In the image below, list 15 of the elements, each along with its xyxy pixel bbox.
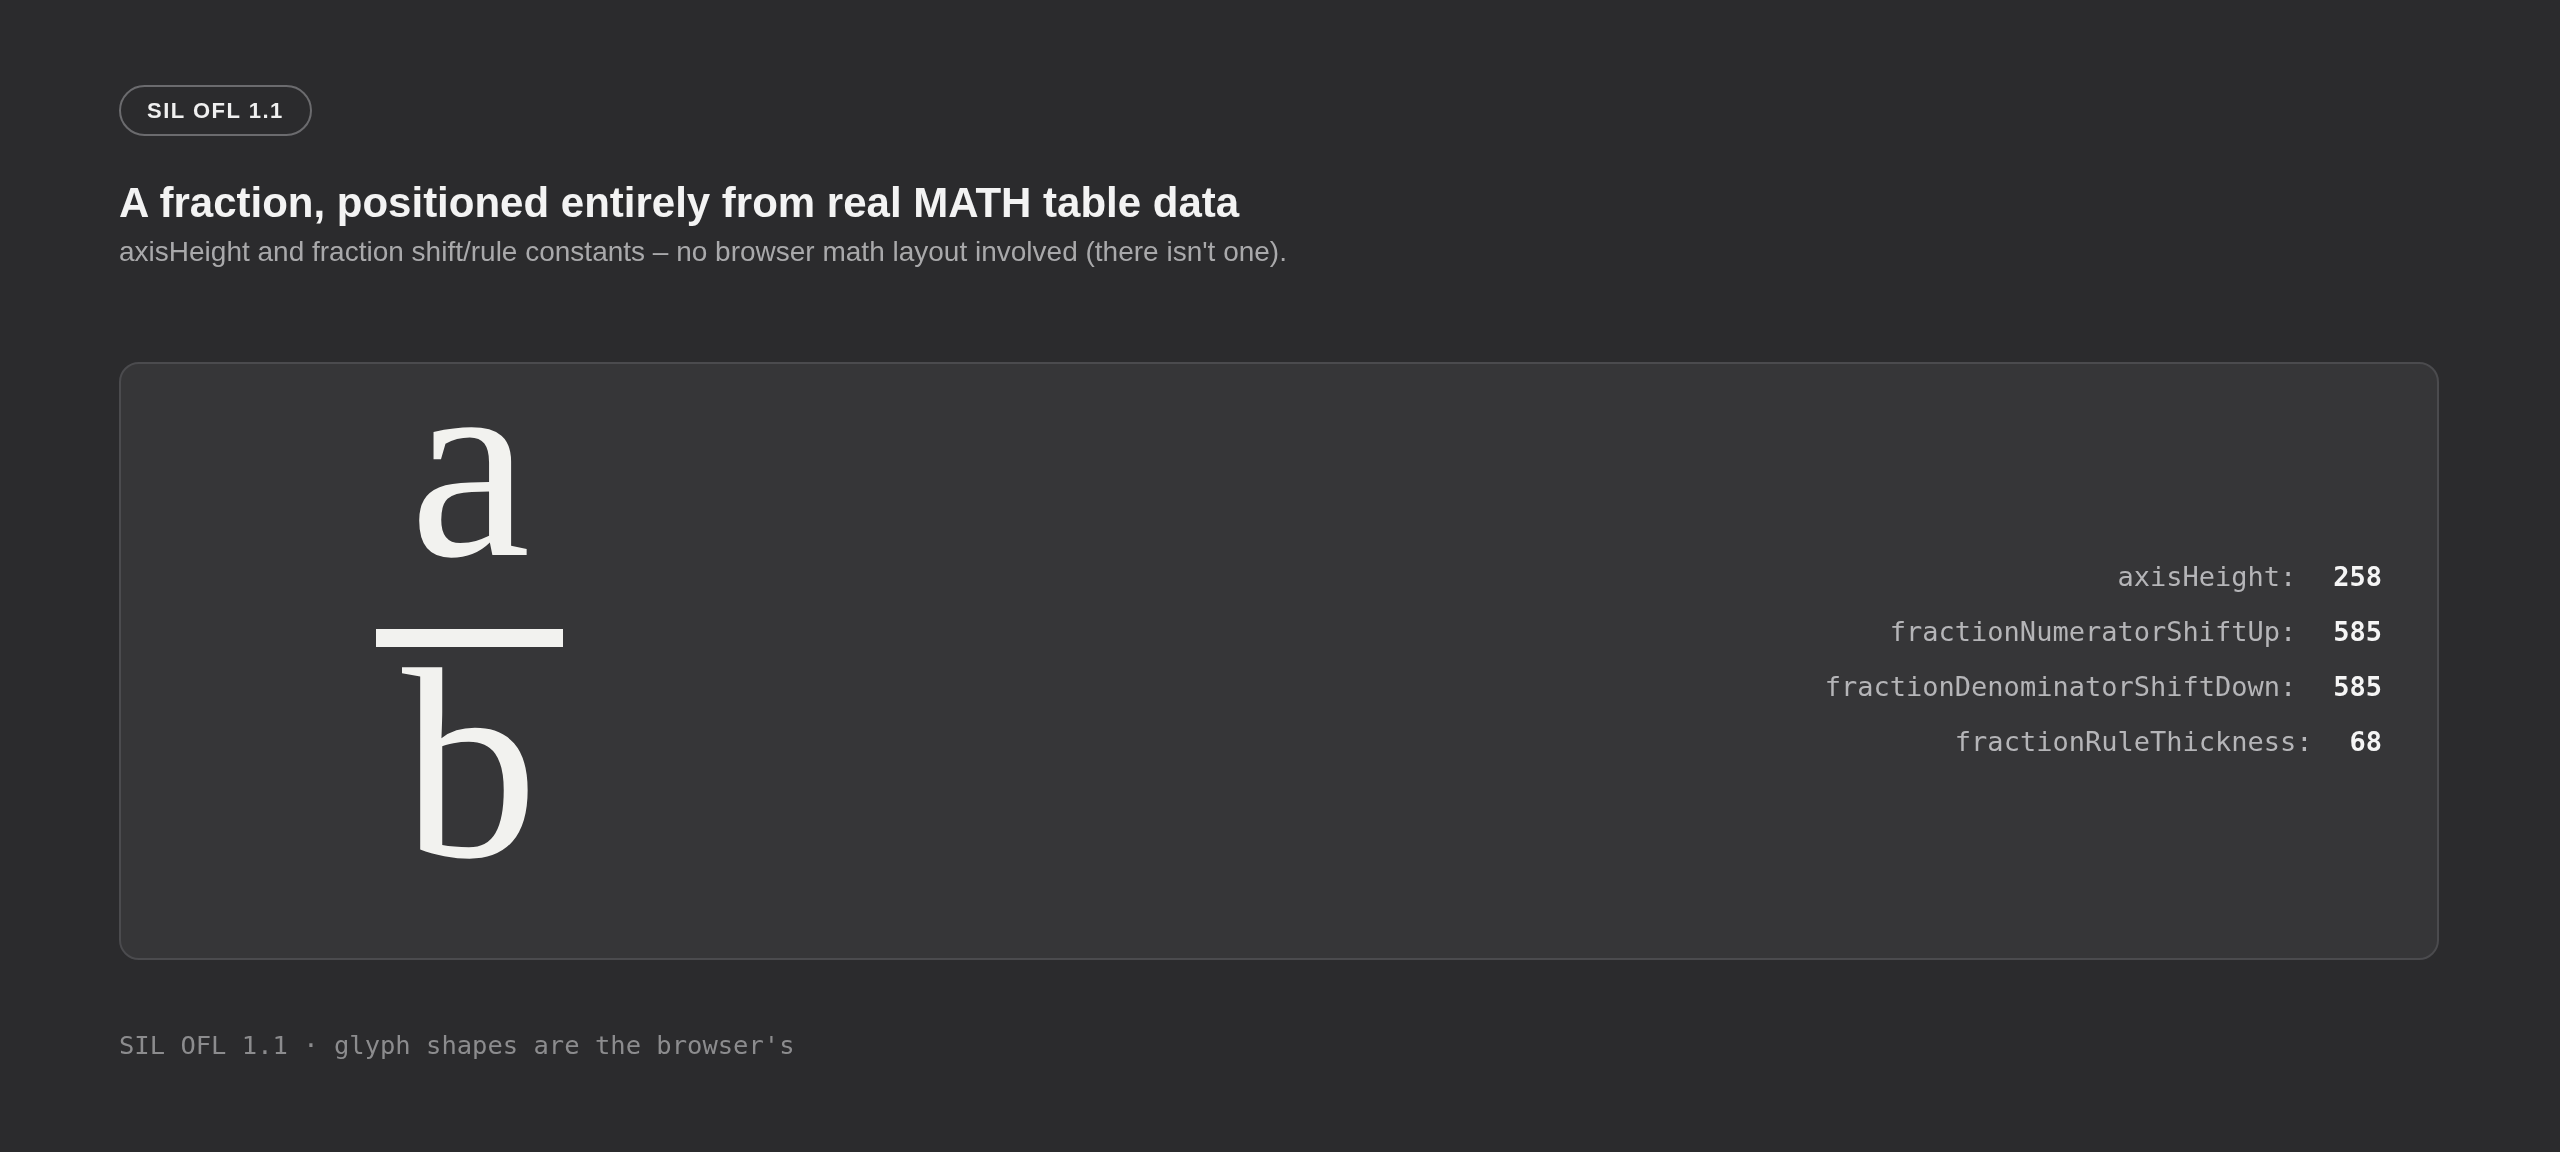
- constant-name: fractionRuleThickness:: [1954, 726, 2313, 758]
- subtitle: axisHeight and fraction shift/rule constants – no browser math layout involved (there isn't one).: [119, 238, 1287, 266]
- constant-value: 585: [2333, 671, 2382, 703]
- page-title: A fraction, positioned entirely from real MATH table data: [119, 182, 1240, 224]
- numerator: a: [409, 362, 531, 566]
- constant-name: fractionNumeratorShiftUp:: [1889, 616, 2297, 648]
- license-badge: SIL OFL 1.1: [119, 85, 312, 136]
- constant-value: 585: [2333, 616, 2382, 648]
- constant-name: fractionDenominatorShiftDown:: [1824, 671, 2297, 703]
- constant-name: axisHeight:: [2117, 561, 2297, 593]
- footer-note: SIL OFL 1.1 · glyph shapes are the browser's: [119, 1033, 795, 1059]
- fraction-panel: [119, 362, 2439, 960]
- constant-value: 68: [2349, 726, 2382, 758]
- constant-value: 258: [2333, 561, 2382, 593]
- denominator: b: [402, 663, 538, 867]
